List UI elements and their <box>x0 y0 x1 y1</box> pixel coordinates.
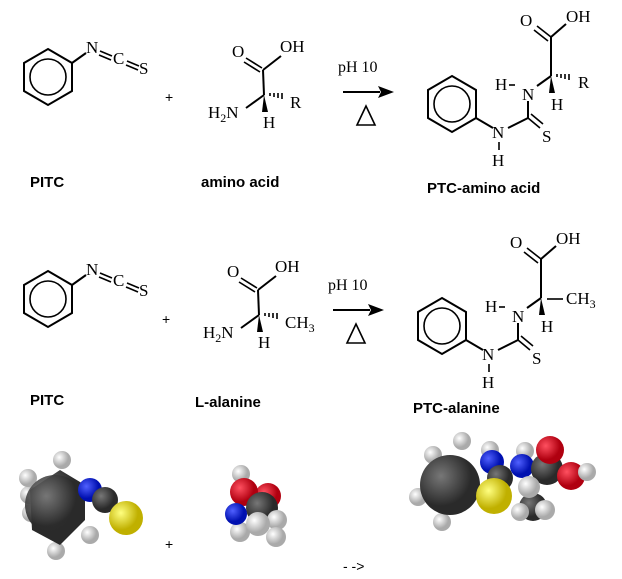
condition-ph: pH 10 <box>328 277 368 294</box>
heat-triangle-icon <box>355 104 377 126</box>
side-group-r: R <box>290 93 302 112</box>
side-group-ch3: CH3 <box>285 313 315 335</box>
label-ptc-amino-acid: PTC-amino acid <box>427 180 540 197</box>
side-group-ch3: CH3 <box>566 289 596 311</box>
benzene-ring <box>23 48 73 106</box>
atom-oh: OH <box>280 37 305 56</box>
label-pitc-2: PITC <box>30 392 64 409</box>
l-alanine-structure: O OH H2N H CH3 <box>203 257 315 352</box>
atom-h2n: H2N <box>203 323 234 345</box>
pitc-space-filling-model <box>19 451 143 560</box>
atom-h: H <box>485 297 497 316</box>
arrow-text: - -> <box>343 558 364 574</box>
atom-h2n: H2N <box>208 103 239 125</box>
ptc-alanine-structure: N H S N H H CH3 O OH <box>417 229 596 392</box>
label-ptc-alanine: PTC-alanine <box>413 400 500 417</box>
atom-n: N <box>492 123 504 142</box>
plus-sign-2: + <box>162 311 170 327</box>
side-group-r: R <box>578 73 590 92</box>
atom-h: H <box>541 317 553 336</box>
alanine-space-filling-model <box>225 465 287 547</box>
plus-sign: + <box>165 89 173 105</box>
atom-h: H <box>492 151 504 170</box>
ptc-amino-acid-structure: N H S N H H R O OH <box>427 7 591 170</box>
condition-ph: pH 10 <box>338 59 378 76</box>
amino-acid-structure: O OH H2N H R <box>208 37 305 132</box>
atom-h: H <box>495 75 507 94</box>
ptc-alanine-space-filling-model <box>409 432 596 531</box>
atom-h: H <box>551 95 563 114</box>
plus-sign-3: + <box>165 536 173 552</box>
atom-c: C <box>113 49 124 68</box>
atom-s: S <box>139 59 148 78</box>
pitc-structure-2: N C S <box>23 260 148 328</box>
pitc-structure: N C S <box>23 38 148 106</box>
atom-o: O <box>520 11 532 30</box>
atom-oh: OH <box>556 229 581 248</box>
reaction-arrow-alanine: pH 10 <box>328 277 384 344</box>
atom-o: O <box>510 233 522 252</box>
atom-o: O <box>227 262 239 281</box>
atom-o: O <box>232 42 244 61</box>
atom-s: S <box>139 281 148 300</box>
atom-s: S <box>532 349 541 368</box>
atom-oh: OH <box>275 257 300 276</box>
atom-n: N <box>482 345 494 364</box>
atom-h: H <box>263 113 275 132</box>
atom-c: C <box>113 271 124 290</box>
atom-h: H <box>258 333 270 352</box>
atom-n: N <box>512 307 524 326</box>
atom-oh: OH <box>566 7 591 26</box>
atom-n: N <box>86 260 98 279</box>
atom-h: H <box>482 373 494 392</box>
label-l-alanine: L-alanine <box>195 394 261 411</box>
reaction-arrow-general: pH 10 <box>338 59 394 126</box>
atom-s: S <box>542 127 551 146</box>
heat-triangle-icon <box>345 322 367 344</box>
atom-n: N <box>86 38 98 57</box>
label-amino-acid: amino acid <box>201 174 279 191</box>
label-pitc: PITC <box>30 174 64 191</box>
atom-n: N <box>522 85 534 104</box>
